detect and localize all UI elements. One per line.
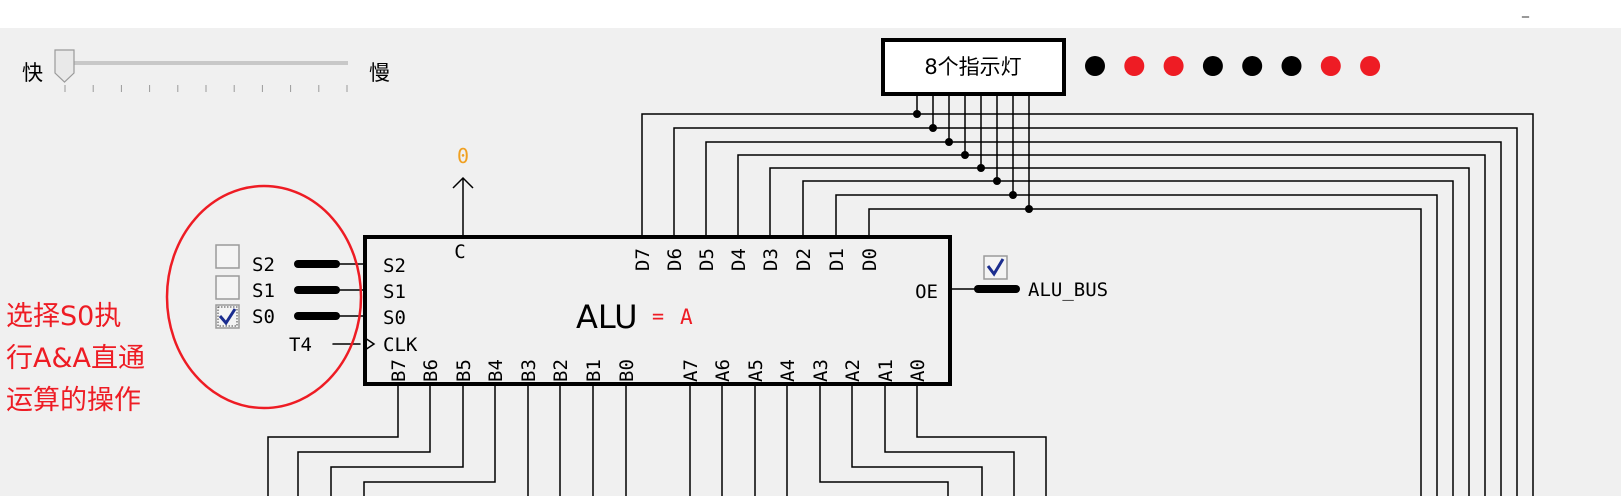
- alu-pin-d6: D6: [664, 248, 686, 271]
- alu-pin-s2: S2: [383, 255, 406, 277]
- t4-label: T4: [289, 334, 312, 356]
- window-title-bar: _: [0, 0, 1621, 28]
- alu-pin-b4: B4: [485, 359, 507, 382]
- alu-pin-d3: D3: [760, 248, 782, 271]
- junction-dot: [993, 177, 1001, 185]
- annotation-line-3: 运算的操作: [6, 385, 141, 416]
- junction-dot: [945, 138, 953, 146]
- indicator-title: 8个指示灯: [924, 55, 1021, 79]
- b-input-wire-4: [363, 384, 496, 496]
- alu-pin-a4: A4: [777, 359, 799, 382]
- indicator-lights: [1085, 56, 1381, 76]
- alu-pin-a2: A2: [842, 359, 864, 382]
- a-input-wire-3: [819, 384, 949, 496]
- alu-pin-d2: D2: [793, 248, 815, 271]
- alu-pin-d7: D7: [632, 248, 654, 271]
- d-bus-wire-3: [769, 167, 1470, 496]
- alu-name: ALU: [576, 298, 638, 336]
- alu-pin-d1: D1: [826, 248, 848, 271]
- indicator-light-3: [1242, 56, 1263, 76]
- alu-pin-a0: A0: [907, 359, 929, 382]
- speed-slider-thumb[interactable]: [54, 49, 75, 83]
- d-bus-wire-1: [835, 194, 1438, 496]
- junction-dot: [913, 110, 921, 118]
- alu-pin-a1: A1: [875, 359, 897, 382]
- alu-block: [363, 235, 952, 386]
- alu-equals: =: [652, 304, 664, 328]
- speed-fast-label: 快: [22, 61, 43, 85]
- minimize-button[interactable]: _: [1522, 2, 1529, 18]
- carry-arrow-icon: [452, 176, 474, 189]
- alu-pin-b2: B2: [550, 359, 572, 382]
- alu-d-pin-labels: D7 D6 D5 D4 D3 D2 D1 D0: [632, 248, 881, 271]
- annotation-line-1: 选择S0执: [6, 301, 121, 332]
- alu-pin-d0: D0: [859, 248, 881, 271]
- alu-pin-s1: S1: [383, 281, 406, 303]
- alu-pin-b0: B0: [616, 359, 638, 382]
- b-input-wire-7: [267, 384, 399, 496]
- a-input-wire-1: [884, 384, 1015, 496]
- b-input-wire-6: [297, 384, 431, 496]
- indicator-light-5: [1163, 56, 1184, 76]
- s0-focus-ring: [217, 306, 238, 327]
- alu-bus-label: ALU_BUS: [1028, 279, 1108, 301]
- wire-junction-dots: [913, 110, 1033, 213]
- d-bus-wire-2: [802, 180, 1454, 496]
- alu-pin-b7: B7: [388, 359, 410, 382]
- alu-pin-oe: OE: [915, 281, 938, 303]
- alu-pin-b5: B5: [453, 359, 475, 382]
- junction-dot: [929, 124, 937, 132]
- s0-check-icon: [218, 308, 237, 326]
- alu-pin-a3: A3: [810, 359, 832, 382]
- junction-dot: [1009, 191, 1017, 199]
- speed-slow-label: 慢: [369, 61, 390, 85]
- alu-pin-d4: D4: [728, 248, 750, 271]
- alu-pin-d5: D5: [696, 248, 718, 271]
- alu-ab-pin-labels: B7 B6 B5 B4 B3 B2 B1 B0 A7 A6 A5 A4 A3 A2 A1 A0: [388, 359, 929, 382]
- carry-value: 0: [457, 144, 469, 168]
- junction-dot: [961, 151, 969, 159]
- indicator-light-0: [1360, 56, 1381, 76]
- s2-label: S2: [252, 254, 275, 276]
- alu-pin-b3: B3: [518, 359, 540, 382]
- a-input-wire-2: [851, 384, 983, 496]
- alu-function: A: [680, 305, 693, 329]
- alu-pin-b6: B6: [420, 359, 442, 382]
- d-bus-wire-0: [868, 208, 1422, 496]
- d-bus-wire-6: [673, 127, 1518, 496]
- junction-dot: [977, 164, 985, 172]
- annotation-line-2: 行A&A直通: [6, 343, 145, 374]
- data-bus-wires: [641, 94, 1534, 496]
- junction-dot: [1025, 205, 1033, 213]
- indicator-light-6: [1124, 56, 1145, 76]
- s2-checkbox[interactable]: [215, 244, 240, 269]
- alu-pin-s0: S0: [383, 307, 406, 329]
- speed-slider-ticks: [64, 85, 348, 92]
- b-input-wire-5: [330, 384, 464, 496]
- alu-pin-a6: A6: [712, 359, 734, 382]
- d-bus-wire-5: [705, 141, 1502, 496]
- d-bus-wire-4: [737, 154, 1486, 496]
- indicator-light-1: [1320, 56, 1341, 76]
- alu-pin-a5: A5: [745, 359, 767, 382]
- d-bus-wire-7: [641, 113, 1534, 496]
- clock-triangle-icon: [364, 337, 376, 351]
- annotation-circle: [165, 184, 363, 410]
- s1-checkbox[interactable]: [215, 275, 240, 300]
- a-input-wire-0: [916, 384, 1047, 496]
- s1-label: S1: [252, 280, 275, 302]
- alu-pin-a7: A7: [680, 359, 702, 382]
- alu-pin-b1: B1: [583, 359, 605, 382]
- oe-check-icon: [986, 258, 1005, 277]
- s0-label: S0: [252, 306, 275, 328]
- indicator-box: [881, 38, 1066, 96]
- alu-pin-clk: CLK: [383, 334, 418, 356]
- indicator-light-4: [1202, 56, 1223, 76]
- indicator-light-2: [1281, 56, 1302, 76]
- indicator-light-7: [1085, 56, 1105, 76]
- alu-pin-c: C: [454, 241, 465, 263]
- b-input-wires: [267, 384, 1047, 496]
